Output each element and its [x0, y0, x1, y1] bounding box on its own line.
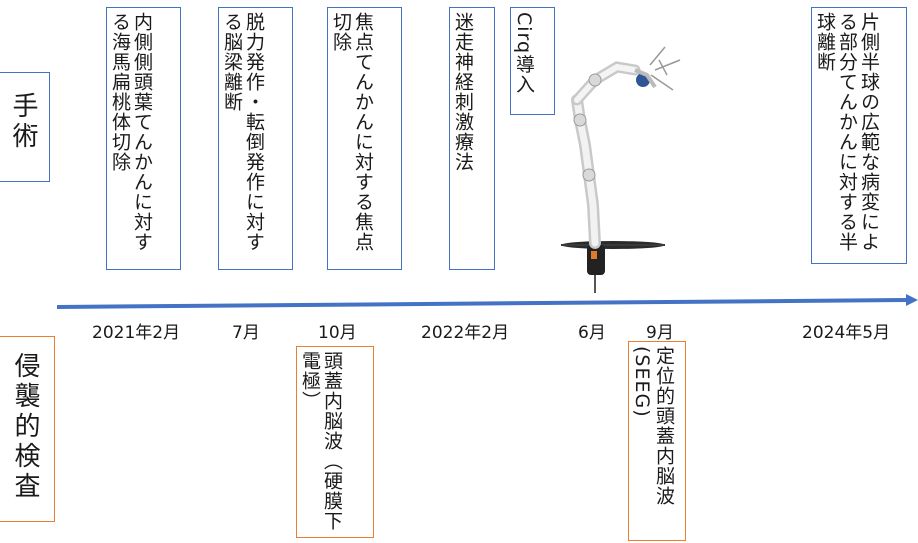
date-label: 6月	[578, 323, 606, 343]
date-label: 7月	[232, 323, 260, 343]
surgery-box-6: 片側半球の広範な病変による部分てんかんに対する半球離断	[811, 7, 907, 264]
surgery-text-2: 脱力発作・転倒発作に対する脳梁離断	[221, 12, 265, 252]
surgery-text-6: 片側半球の広範な病変による部分てんかんに対する半球離断	[814, 12, 880, 252]
date-label: 2024年5月	[802, 323, 891, 343]
invasive-text-2: 定位的頭蓋内脳波(SEEG)	[631, 346, 675, 506]
invasive-box-1: 頭蓋内脳波（硬膜下電極）	[296, 346, 374, 538]
invasive-box-2: 定位的頭蓋内脳波(SEEG)	[628, 341, 686, 541]
surgery-text-4: 迷走神経刺激療法	[452, 12, 474, 172]
date-label: 10月	[318, 323, 357, 343]
invasive-text-1: 頭蓋内脳波（硬膜下電極）	[299, 351, 343, 531]
robot-arm-icon	[561, 46, 681, 293]
invasive-label: 侵襲的検査	[10, 352, 40, 502]
surgery-box-4: 迷走神経刺激療法	[449, 7, 495, 270]
date-label: 2022年2月	[421, 323, 510, 343]
surgery-box-2: 脱力発作・転倒発作に対する脳梁離断	[218, 7, 293, 270]
surgery-box-5: Cirq導入	[510, 7, 555, 115]
date-label: 9月	[646, 323, 674, 343]
invasive-label-frame	[0, 336, 55, 522]
date-label: 2021年2月	[92, 323, 181, 343]
surgery-text-5: Cirq導入	[513, 12, 535, 95]
surgery-box-1: 内側側頭葉てんかんに対する海馬扁桃体切除	[106, 7, 181, 270]
surgery-box-3: 焦点てんかんに対する焦点切除	[327, 7, 402, 270]
surgery-label: 手術	[8, 92, 38, 152]
timeline-arrow	[56, 294, 918, 309]
surgery-text-1: 内側側頭葉てんかんに対する海馬扁桃体切除	[109, 12, 153, 252]
surgery-label-frame	[0, 72, 50, 182]
surgery-text-3: 焦点てんかんに対する焦点切除	[330, 12, 374, 252]
